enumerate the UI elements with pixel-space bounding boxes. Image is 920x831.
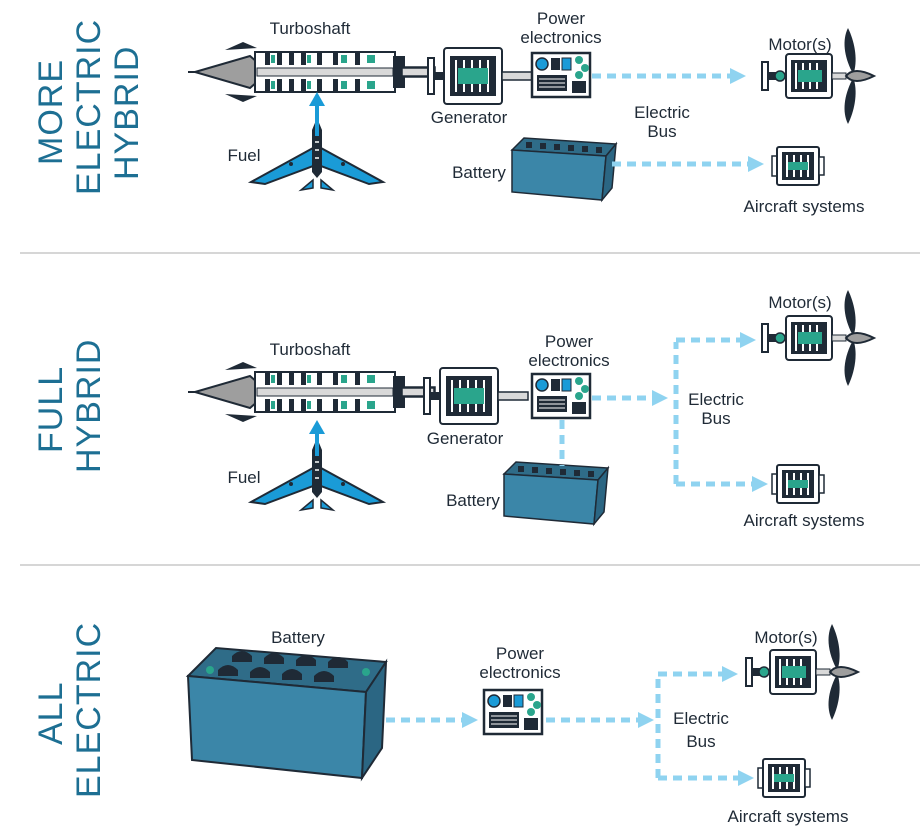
section-all-electric: ALL ELECTRIC Battery Power electronics M… — [32, 622, 859, 826]
battery-icon — [503, 461, 609, 525]
section-full-hybrid: FULL HYBRID Turboshaft Power electronics… — [32, 289, 875, 530]
bus-arrow-head — [748, 156, 764, 172]
section-title-line: ELECTRIC — [70, 19, 108, 195]
generator-label: Generator — [431, 108, 508, 127]
aircraft-systems-icon — [757, 758, 811, 798]
power-electronics-label: electronics — [528, 351, 609, 370]
aircraft-systems-label: Aircraft systems — [744, 511, 865, 530]
turboshaft-engine-icon — [194, 361, 436, 423]
section-title-line: ELECTRIC — [70, 622, 108, 798]
bus-arrow-head — [638, 712, 654, 728]
electric-bus-label: Electric — [634, 103, 690, 122]
bus-arrow-head — [462, 712, 478, 728]
fuel-label: Fuel — [227, 146, 260, 165]
bus-arrow-head — [740, 332, 756, 348]
battery-label: Battery — [271, 628, 325, 647]
battery-icon — [187, 647, 387, 779]
power-electronics-label: electronics — [520, 28, 601, 47]
fuel-arrow-head — [309, 92, 325, 106]
power-electronics-icon — [530, 372, 592, 420]
power-electronics-label: Power — [496, 644, 545, 663]
turboshaft-label: Turboshaft — [270, 19, 351, 38]
section-more-electric-hybrid: MORE ELECTRIC HYBRID Turboshaft Power el… — [32, 9, 875, 216]
motor-label: Motor(s) — [754, 628, 817, 647]
motor-label: Motor(s) — [768, 35, 831, 54]
motor-label: Motor(s) — [768, 293, 831, 312]
fuel-label: Fuel — [227, 468, 260, 487]
power-electronics-label: Power — [545, 332, 594, 351]
electric-bus-label: Bus — [701, 409, 730, 428]
electric-bus-label: Electric — [688, 390, 744, 409]
generator-icon — [423, 367, 529, 425]
battery-label: Battery — [446, 491, 500, 510]
aircraft-systems-icon — [771, 464, 825, 504]
bus-arrow-head — [730, 68, 746, 84]
fuel-arrow-head — [309, 420, 325, 434]
battery-icon — [511, 137, 617, 201]
section-title-line: MORE — [32, 59, 70, 165]
bus-arrow-head — [738, 770, 754, 786]
power-electronics-icon — [482, 688, 544, 736]
electric-bus-label: Bus — [686, 732, 715, 751]
aircraft-systems-label: Aircraft systems — [728, 807, 849, 826]
section-title-line: FULL — [32, 366, 70, 453]
power-electronics-icon — [530, 51, 592, 99]
aircraft-systems-label: Aircraft systems — [744, 197, 865, 216]
generator-label: Generator — [427, 429, 504, 448]
turboshaft-engine-icon — [194, 41, 436, 103]
bus-arrow-head — [652, 390, 668, 406]
bus-arrow-head — [752, 476, 768, 492]
power-electronics-label: electronics — [479, 663, 560, 682]
battery-label: Battery — [452, 163, 506, 182]
section-title-line: HYBRID — [70, 339, 108, 473]
aircraft-systems-icon — [771, 146, 825, 186]
electric-bus-label: Electric — [673, 709, 729, 728]
turboshaft-label: Turboshaft — [270, 340, 351, 359]
electric-bus-label: Bus — [647, 122, 676, 141]
section-title-line: ALL — [32, 682, 70, 746]
bus-arrow-head — [722, 666, 738, 682]
generator-icon — [427, 47, 533, 105]
section-title-line: HYBRID — [108, 46, 146, 180]
power-electronics-label: Power — [537, 9, 586, 28]
